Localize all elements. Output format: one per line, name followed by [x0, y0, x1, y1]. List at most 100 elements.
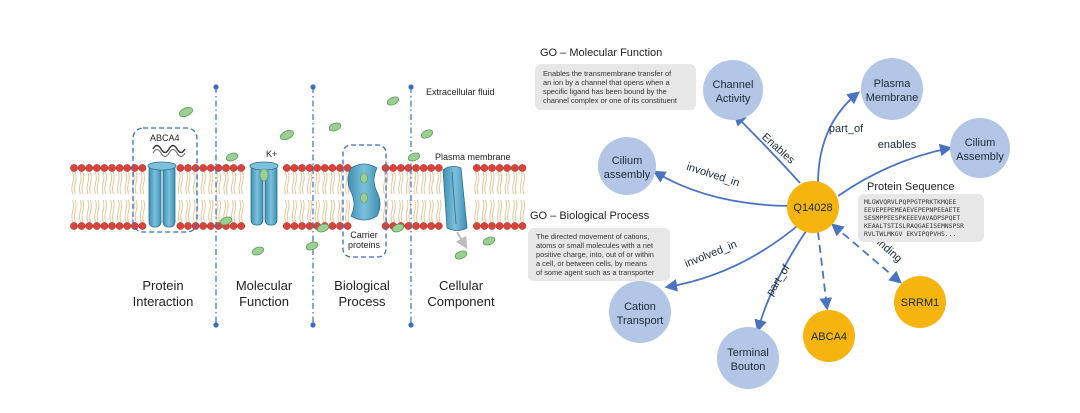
- divider-dot: [310, 322, 316, 328]
- lipid-tail: [514, 171, 518, 195]
- lipid-tail: [96, 199, 100, 223]
- lipid-head: [222, 164, 230, 172]
- node-plasma-membrane[interactable]: Plasma Membrane: [861, 58, 923, 120]
- category-biological-process-l1: Biological: [334, 278, 390, 293]
- lipid-tail: [81, 199, 85, 223]
- lipid-head: [77, 222, 86, 230]
- ion: [391, 223, 405, 233]
- lipid-tail: [286, 171, 290, 195]
- lipid-tail: [497, 171, 500, 195]
- lipid-tail: [233, 171, 237, 195]
- svg-text:Cilium: Cilium: [612, 155, 643, 167]
- lipid-head: [138, 222, 147, 230]
- lipid-tail: [177, 199, 181, 223]
- go-mf-line: channel complex or one of its constituen…: [543, 96, 677, 105]
- node-terminal-bouton[interactable]: Terminal Bouton: [717, 327, 779, 389]
- svg-text:Bouton: Bouton: [731, 361, 766, 373]
- lipid-tail: [492, 171, 495, 195]
- lipid-tail: [71, 171, 74, 195]
- lipid-tail: [408, 199, 411, 223]
- ion: [316, 223, 330, 233]
- lipid-tail: [208, 199, 211, 223]
- node-q14028-center[interactable]: Q14028: [787, 181, 839, 233]
- efflux-arrow: [455, 231, 468, 250]
- carrier-label-line1: Carrier: [350, 230, 378, 240]
- lipid-head: [503, 222, 512, 230]
- lipid-head: [518, 164, 527, 172]
- lipid-tail: [481, 171, 485, 195]
- lipid-head: [320, 164, 329, 172]
- ion-channel-protein: [249, 161, 279, 226]
- lipid-tail: [499, 171, 503, 195]
- lipid-tail: [390, 199, 394, 223]
- lipid-tail: [314, 199, 318, 223]
- node-cation-transport[interactable]: Cation Transport: [609, 281, 671, 343]
- lipid-head: [176, 222, 185, 230]
- lipid-tail: [238, 171, 242, 195]
- lipid-head: [108, 164, 116, 172]
- lipid-head: [290, 222, 299, 230]
- lipid-head: [100, 222, 109, 230]
- lipid-tail: [223, 171, 226, 195]
- go-mf-line: specific ligand has been bound by the: [543, 87, 667, 96]
- svg-text:Cilium: Cilium: [965, 137, 996, 149]
- lipid-tail: [231, 171, 234, 195]
- lipid-tail: [218, 171, 221, 195]
- lipid-tail: [109, 199, 112, 223]
- lipid-head: [100, 164, 109, 172]
- lipid-head: [419, 222, 428, 230]
- node-cilium-assembly-right[interactable]: Cilium Assembly: [950, 118, 1010, 178]
- lipid-tail: [512, 199, 515, 223]
- lipid-tail: [307, 199, 310, 223]
- lipid-head: [85, 222, 94, 230]
- lipid-head: [92, 164, 101, 172]
- membrane-panel: ABCA4 K+ Carrier proteins Extracellular …: [70, 84, 527, 328]
- lipid-tail: [393, 171, 396, 195]
- protein-sequence-title: Protein Sequence: [867, 181, 954, 193]
- svg-text:assembly: assembly: [604, 169, 651, 181]
- carrier-protein-box: [342, 144, 387, 258]
- lipid-head: [206, 164, 215, 172]
- lipid-tail: [322, 199, 325, 223]
- lipid-head: [123, 222, 132, 230]
- lipid-tail: [329, 171, 333, 195]
- lipid-tail: [484, 199, 487, 223]
- lipid-head: [427, 222, 436, 230]
- lipid-head: [191, 164, 200, 172]
- category-cellular-component-l1: Cellular: [439, 278, 484, 293]
- lipid-tail: [294, 171, 297, 195]
- lipid-tail: [119, 171, 123, 195]
- lipid-tail: [79, 171, 82, 195]
- lipid-head: [328, 222, 337, 230]
- carrier-protein: [347, 163, 381, 221]
- lipid-tail: [428, 171, 432, 195]
- graph-edges: [652, 91, 953, 333]
- lipid-tail: [188, 171, 191, 195]
- go-bp-line: The directed movement of cations,: [536, 232, 649, 241]
- category-cellular-component-l2: Component: [427, 294, 495, 309]
- lipid-tail: [302, 171, 305, 195]
- lipid-tail: [94, 199, 97, 223]
- node-channel-activity[interactable]: Channel Activity: [703, 60, 763, 120]
- node-srrm1[interactable]: SRRM1: [894, 276, 946, 328]
- lipid-tail: [109, 171, 112, 195]
- lipid-tail: [413, 171, 416, 195]
- lipid-head: [503, 164, 512, 172]
- lipid-tail: [117, 199, 120, 223]
- lipid-tail: [421, 171, 424, 195]
- node-abca4[interactable]: ABCA4: [803, 310, 855, 362]
- lipid-tail: [226, 171, 229, 195]
- lipid-tail: [481, 199, 485, 223]
- sequence-line: SESMPPEESPKEEEVAVADPSPQET: [864, 214, 960, 222]
- node-cilium-assembly-left[interactable]: Cilium assembly: [598, 137, 656, 195]
- lipid-tail: [393, 199, 396, 223]
- go-bp-line: of some agent such as a transporter: [536, 268, 655, 277]
- lipid-head: [298, 164, 306, 172]
- lipid-tail: [284, 199, 287, 223]
- category-molecular-function-l1: Molecular: [236, 278, 293, 293]
- lipid-tail: [317, 171, 320, 195]
- lipid-tail: [431, 199, 434, 223]
- lipid-tail: [142, 199, 145, 223]
- lipid-tail: [177, 171, 181, 195]
- lipid-tail: [89, 199, 92, 223]
